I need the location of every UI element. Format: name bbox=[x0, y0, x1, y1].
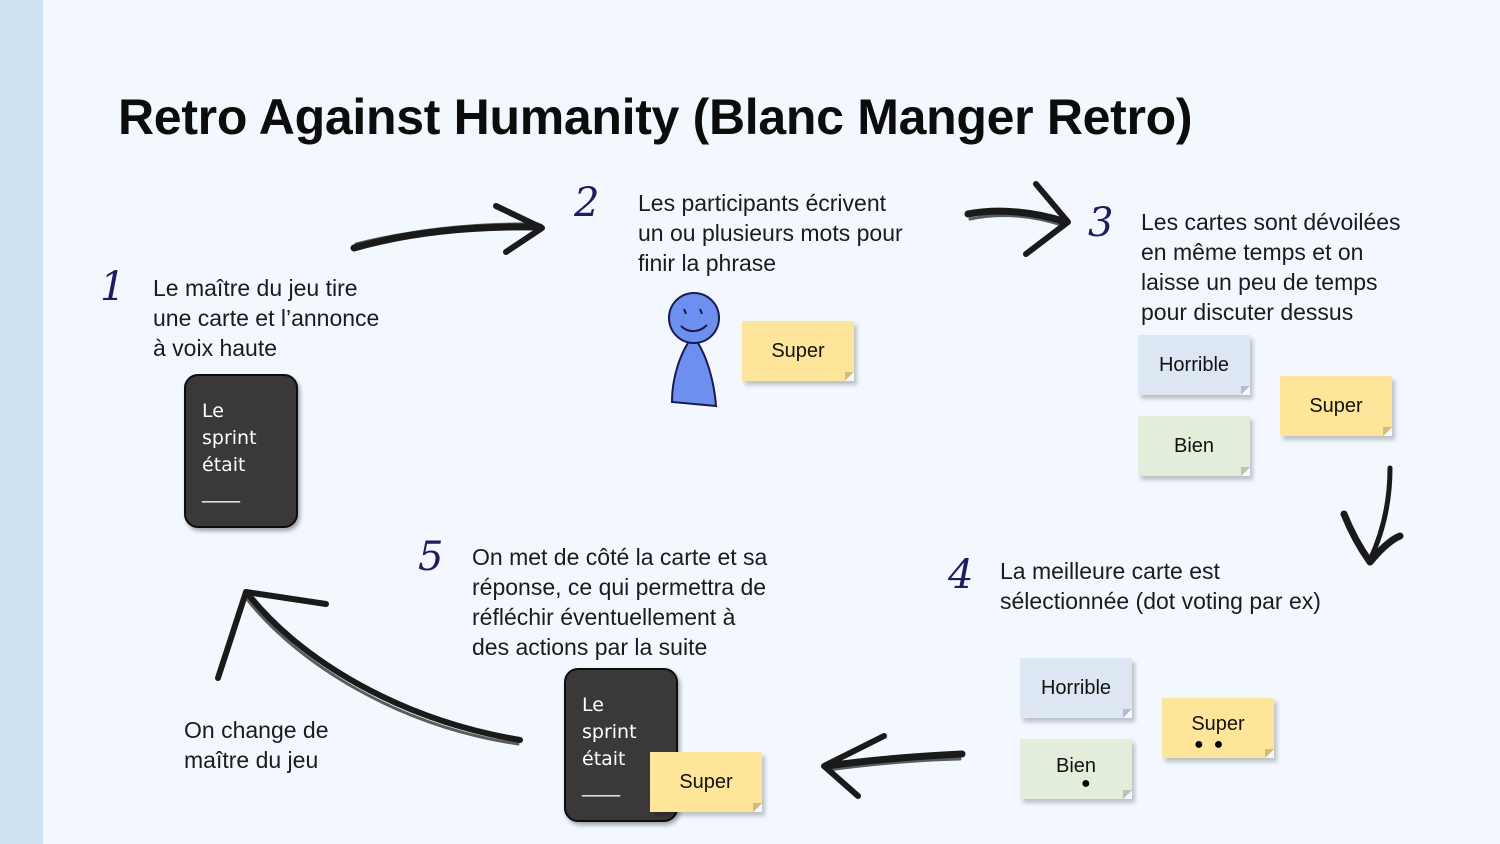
step-4-text: La meilleure carte est sélectionnée (dot… bbox=[1000, 558, 1321, 614]
slide-title: Retro Against Humanity (Blanc Manger Ret… bbox=[118, 89, 1193, 145]
sentence-card: Le sprint était ____ bbox=[184, 374, 298, 528]
vote-dots: ● bbox=[1081, 775, 1101, 792]
step-3-number: 3 bbox=[1088, 200, 1114, 246]
arrow-1-to-2 bbox=[350, 203, 545, 255]
arrow-5-to-1 bbox=[215, 589, 523, 746]
step-2-text: Les participants écrivent un ou plusieur… bbox=[638, 190, 903, 276]
sticky-note-horrible: Horrible bbox=[1138, 335, 1250, 395]
step-1-text: Le maître du jeu tire une carte et l’ann… bbox=[153, 275, 380, 361]
step-5-number: 5 bbox=[418, 534, 444, 580]
step-1-number: 1 bbox=[100, 264, 126, 310]
sticky-note-super: Super bbox=[1280, 376, 1392, 436]
arrow-3-to-4 bbox=[1340, 465, 1404, 566]
sticky-note-super: Super ●● bbox=[1162, 698, 1274, 758]
step-3-text: Les cartes sont dévoilées en même temps … bbox=[1141, 209, 1401, 325]
vote-dots: ●● bbox=[1194, 736, 1234, 753]
person-icon bbox=[668, 292, 720, 408]
step-4-number: 4 bbox=[948, 552, 974, 598]
arrow-2-to-3 bbox=[964, 181, 1071, 257]
sticky-label: Super bbox=[1191, 712, 1245, 735]
change-game-master-text: On change de maître du jeu bbox=[184, 717, 329, 773]
arrow-4-to-5 bbox=[821, 733, 966, 799]
sticky-note-super: Super bbox=[742, 321, 854, 381]
step-5-text: On met de côté la carte et sa réponse, c… bbox=[472, 544, 768, 660]
sticky-note-bien: Bien bbox=[1138, 416, 1250, 476]
sticky-note-super: Super bbox=[650, 752, 762, 812]
sticky-note-bien: Bien ● bbox=[1020, 739, 1132, 799]
step-2-number: 2 bbox=[574, 180, 600, 226]
slide-sidebar bbox=[0, 0, 43, 844]
sticky-note-horrible: Horrible bbox=[1020, 658, 1132, 718]
sticky-label: Bien bbox=[1055, 754, 1097, 777]
